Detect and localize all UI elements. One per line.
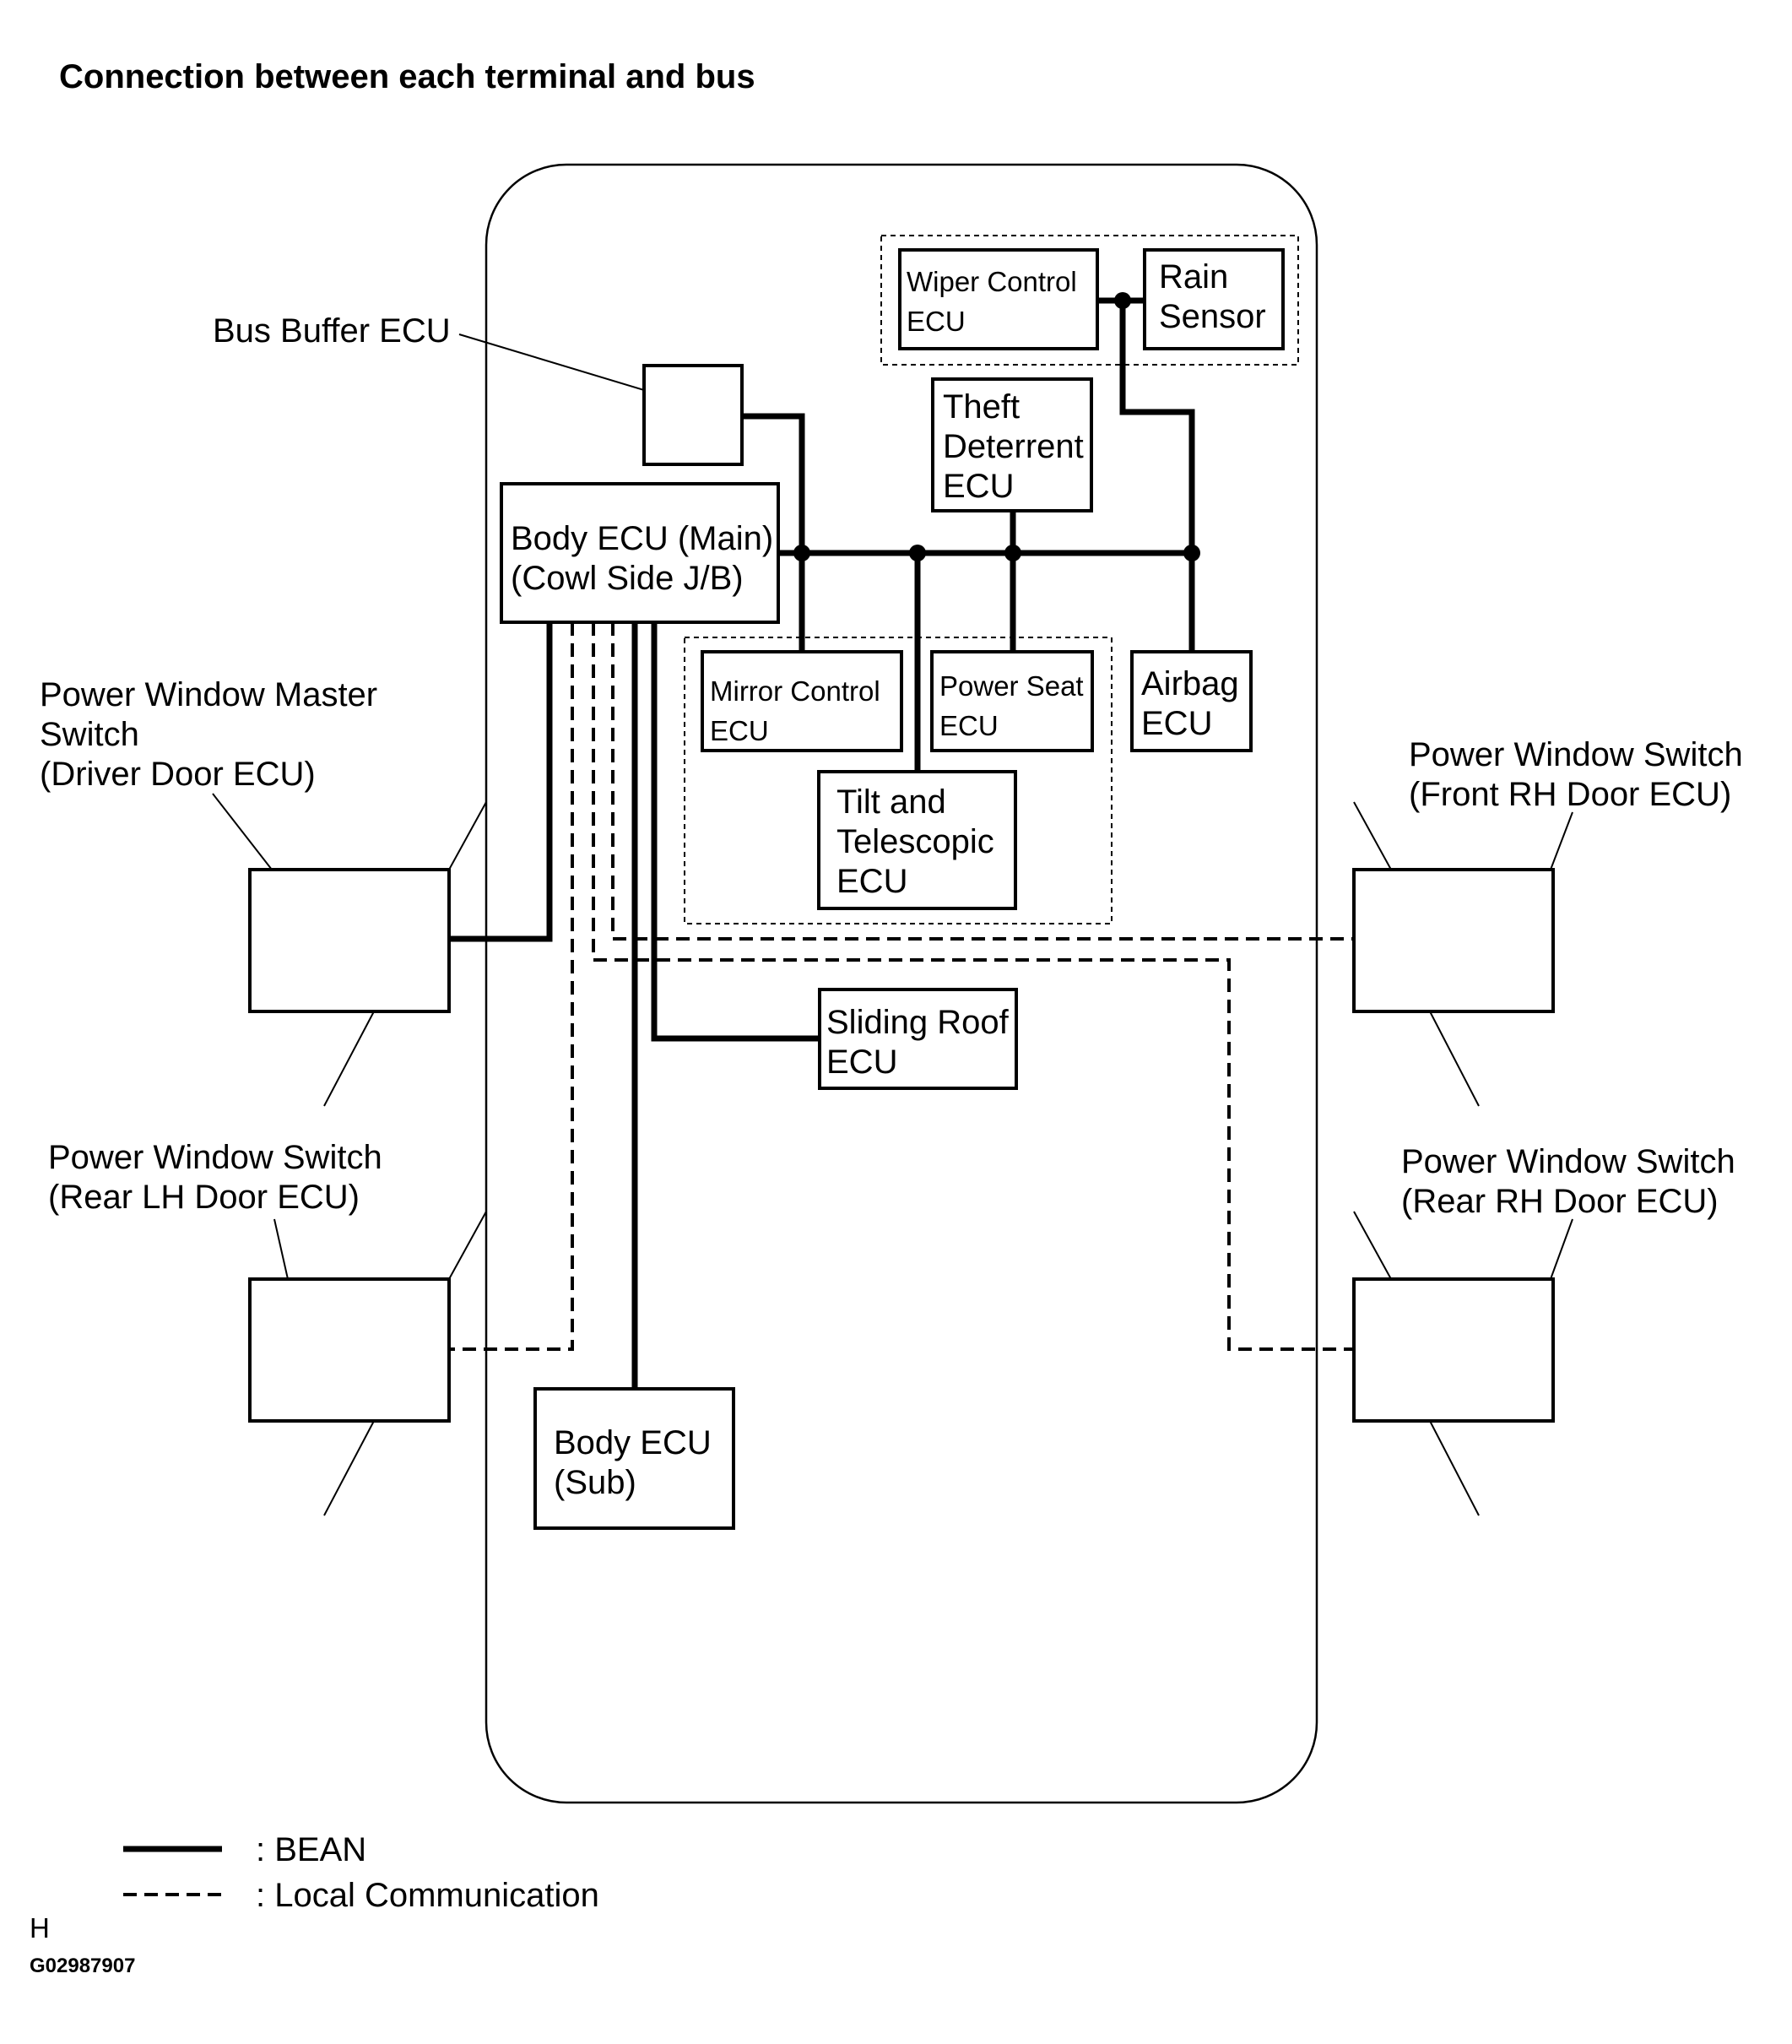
footer-letter: H (30, 1912, 50, 1944)
power-window-master-switch: Power Window Master Switch (Driver Door … (40, 676, 451, 1013)
svg-text:Body ECU: Body ECU (554, 1424, 712, 1461)
svg-text:Theft: Theft (943, 388, 1020, 426)
svg-text:ECU: ECU (939, 710, 999, 741)
figure-code: G02987907 (30, 1955, 135, 1977)
svg-text:Airbag: Airbag (1141, 665, 1239, 702)
svg-text:ECU: ECU (1141, 705, 1212, 742)
svg-text:ECU: ECU (943, 468, 1014, 505)
svg-text:ECU: ECU (907, 306, 966, 337)
svg-text:Body ECU (Main): Body ECU (Main) (511, 520, 773, 557)
svg-text:Power Window Switch: Power Window Switch (1401, 1143, 1735, 1180)
power-window-switch-rear-lh: Power Window Switch (Rear LH Door ECU) (48, 1139, 451, 1423)
seat-mirror-tilt-group (684, 637, 1113, 924)
svg-text:Mirror Control: Mirror Control (710, 675, 880, 707)
bus-buffer-ecu: Bus Buffer ECU (213, 312, 744, 466)
svg-text:(Front RH Door ECU): (Front RH Door ECU) (1409, 776, 1731, 813)
local-communication-lines (449, 622, 1354, 1351)
svg-text:(Driver Door ECU): (Driver Door ECU) (40, 756, 316, 793)
svg-text:(Rear RH Door ECU): (Rear RH Door ECU) (1401, 1183, 1719, 1220)
svg-text:ECU: ECU (710, 715, 769, 746)
svg-text:Power Window Switch: Power Window Switch (1409, 736, 1743, 773)
svg-text:Bus Buffer ECU: Bus Buffer ECU (213, 312, 451, 350)
svg-text:Sensor: Sensor (1159, 298, 1266, 335)
wiper-rain-group (880, 235, 1299, 366)
wiper-control-ecu: Wiper Control ECU (898, 248, 1099, 350)
tilt-telescopic-ecu: Tilt and Telescopic ECU (817, 770, 1017, 910)
legend: : BEAN : Local Communication (123, 1831, 599, 1914)
svg-text:Power Seat: Power Seat (939, 670, 1084, 702)
svg-text:Power Window Master: Power Window Master (40, 676, 377, 713)
airbag-ecu: Airbag ECU (1130, 650, 1253, 752)
legend-local-label: : Local Communication (256, 1877, 599, 1914)
mirror-control-ecu: Mirror Control ECU (701, 650, 903, 752)
svg-text:Power Window Switch: Power Window Switch (48, 1139, 382, 1176)
bean-bus-lines (449, 297, 1195, 1389)
svg-text:Rain: Rain (1159, 258, 1228, 295)
svg-text:(Rear LH Door ECU): (Rear LH Door ECU) (48, 1179, 360, 1216)
power-window-switch-front-rh: Power Window Switch (Front RH Door ECU) (1352, 736, 1743, 1013)
power-seat-ecu: Power Seat ECU (930, 650, 1094, 752)
legend-bean-label: : BEAN (256, 1831, 366, 1868)
bus-junctions (793, 292, 1200, 561)
svg-text:Tilt and: Tilt and (836, 783, 946, 821)
sliding-roof-ecu: Sliding Roof ECU (818, 988, 1018, 1090)
door-attachment-lines (323, 801, 1480, 1516)
svg-text:ECU: ECU (826, 1044, 897, 1081)
svg-text:Telescopic: Telescopic (836, 823, 994, 860)
power-window-switch-rear-rh: Power Window Switch (Rear RH Door ECU) (1352, 1143, 1735, 1423)
svg-text:(Cowl Side J/B): (Cowl Side J/B) (511, 560, 744, 597)
svg-text:ECU: ECU (836, 863, 907, 900)
svg-text:Wiper Control: Wiper Control (907, 266, 1077, 297)
body-ecu-sub: Body ECU (Sub) (533, 1387, 735, 1530)
page-title: Connection between each terminal and bus (59, 58, 755, 95)
svg-text:Sliding Roof: Sliding Roof (826, 1004, 1010, 1041)
svg-text:(Sub): (Sub) (554, 1464, 636, 1501)
vehicle-outline (485, 163, 1318, 1804)
rain-sensor: Rain Sensor (1143, 248, 1285, 350)
svg-text:Deterrent: Deterrent (943, 428, 1084, 465)
body-ecu-main: Body ECU (Main) (Cowl Side J/B) (500, 482, 780, 624)
label-leaders (212, 333, 1573, 1280)
theft-deterrent-ecu: Theft Deterrent ECU (931, 377, 1093, 512)
svg-text:Switch: Switch (40, 716, 139, 753)
